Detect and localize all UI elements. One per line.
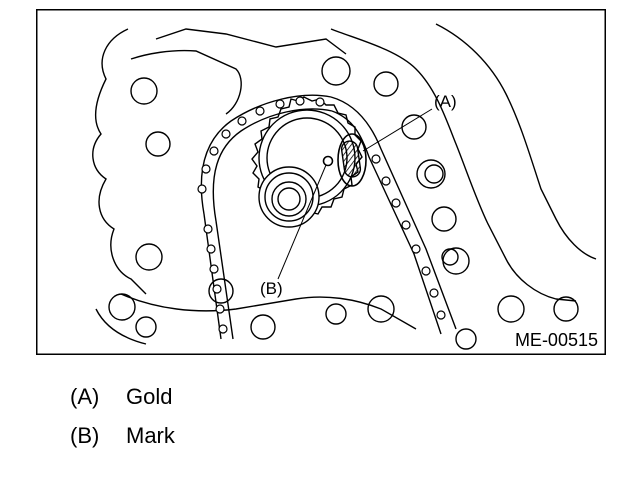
- legend-label-a: Gold: [126, 384, 173, 409]
- case-outline-bottom2: [95, 308, 147, 345]
- case-bolt-holes: [108, 56, 579, 350]
- legend-item-b: (B) Mark: [70, 425, 175, 447]
- case-outline-left: [92, 28, 147, 295]
- callout-a: (A): [434, 92, 457, 111]
- figure-border: [36, 9, 606, 355]
- case-outline-right: [330, 28, 577, 302]
- callout-b: (B): [260, 279, 283, 298]
- chain-links: [197, 96, 446, 334]
- timing-chain-drawing: (A) (B) ME-00515: [36, 9, 606, 355]
- timing-chain: [200, 94, 457, 340]
- legend-item-a: (A) Gold: [70, 386, 172, 408]
- timing-mark: [322, 155, 334, 167]
- leader-line-a: [362, 108, 433, 152]
- figure-code: ME-00515: [515, 330, 598, 350]
- gold-link: [337, 133, 367, 187]
- camshaft-sprocket: [251, 96, 363, 228]
- case-outline-inner: [130, 49, 242, 115]
- case-outline-bottom: [120, 293, 417, 330]
- legend-key-a: (A): [70, 384, 100, 409]
- legend-key-b: (B): [70, 423, 100, 448]
- leader-line-b: [277, 164, 327, 280]
- legend-label-b: Mark: [126, 423, 175, 448]
- case-outline-upper: [155, 28, 347, 55]
- case-outline-right2: [435, 23, 597, 260]
- technical-illustration: (A) (B) ME-00515: [36, 9, 606, 355]
